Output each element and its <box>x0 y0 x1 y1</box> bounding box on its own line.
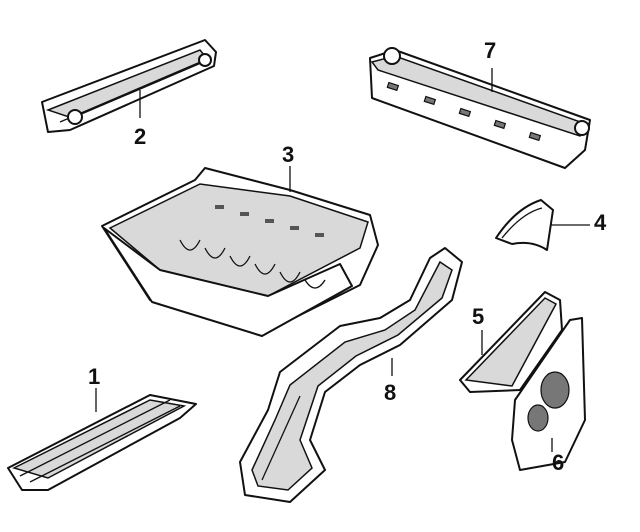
part-2-drawing <box>41 39 217 133</box>
part-1-drawing <box>7 388 197 491</box>
callout-5: 5 <box>472 304 485 329</box>
part-8-drawing <box>239 247 463 503</box>
callout-7: 7 <box>484 38 497 63</box>
callout-8: 8 <box>384 380 397 405</box>
callout-1: 1 <box>88 364 101 389</box>
callout-4: 4 <box>594 210 607 235</box>
part-7-drawing <box>369 47 591 169</box>
callout-2: 2 <box>134 124 147 149</box>
part-6-drawing <box>511 317 586 471</box>
part-3-drawing <box>101 166 379 337</box>
callout-3: 3 <box>282 142 295 167</box>
part-4-drawing <box>495 199 590 251</box>
callout-6: 6 <box>552 450 565 475</box>
